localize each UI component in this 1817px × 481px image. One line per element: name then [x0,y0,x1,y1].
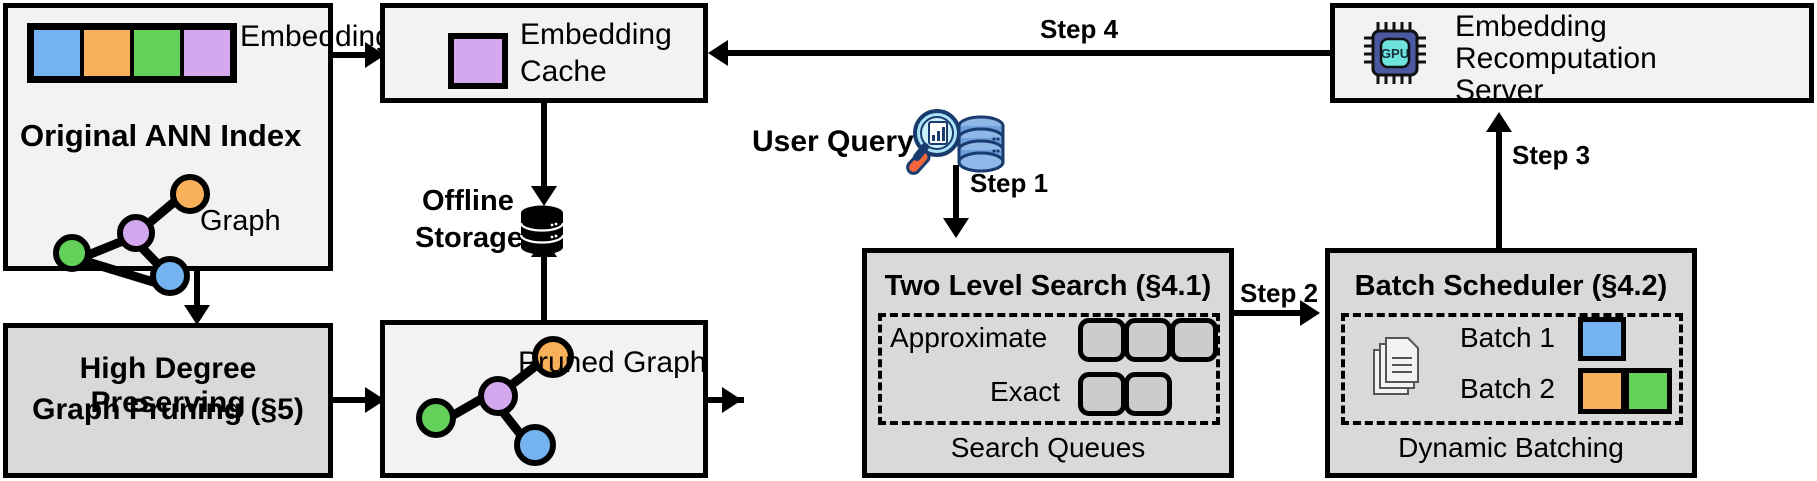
arrow-step1-line [953,165,959,223]
graph-node-green [416,398,456,438]
original-graph [45,168,225,296]
arrow-step3-line [1496,128,1502,248]
user-query-label: User Query [752,125,914,158]
step4-label: Step 4 [1040,14,1119,44]
recomputation-server-line3: Server [1455,74,1544,107]
embedding-cache-box[interactable] [380,3,708,103]
two-level-search-title: Two Level Search (§4.1) [884,270,1212,302]
queue-cell-exact-2 [1124,372,1172,416]
batch-scheduler-box[interactable] [1325,248,1697,478]
queue-cell-exact-1 [1078,372,1126,416]
arrow-cache-to-storage-line [541,103,547,191]
two-level-search-box[interactable] [862,248,1234,478]
graph-pruning-title-line2: Graph Pruning (§5) [32,393,304,426]
step1-label: Step 1 [970,168,1049,198]
step2-label: Step 2 [1240,278,1319,308]
embedding-swatch-green [132,28,182,78]
graph-node-purple [117,214,155,252]
arrow-step2-head [1300,300,1320,326]
search-queues-panel [878,313,1220,425]
search-row-exact-label: Exact [990,376,1061,407]
offline-storage-database-icon [519,205,565,255]
query-search-icon [906,109,961,175]
recomputation-server-box[interactable] [1330,3,1814,103]
arrow-pruned-to-search-head [722,387,742,413]
batch-1-label: Batch 1 [1460,322,1555,353]
graph-node-orange [170,174,210,214]
graph-node-purple [478,376,518,416]
arrow-index-to-cache-line [333,52,369,58]
arrow-cache-to-storage-head [531,186,557,206]
arrow-pruned-to-storage-line [541,252,547,320]
original-ann-index-title: Original ANN Index [20,118,302,153]
graph-pruning-box[interactable] [3,323,333,478]
offline-storage-label-line2: Storage [415,222,523,254]
graph-node-orange [532,336,574,378]
batch-2-swatch-green [1624,368,1672,414]
graph-node-blue [514,424,556,466]
cache-embedding-swatch [448,33,508,89]
queue-cell-approx-3 [1170,318,1218,362]
arrow-step1-head [943,218,969,238]
embedding-cache-label-line1: Embedding [520,18,672,51]
embedding-cache-label-line2: Cache [520,55,607,88]
graph-label: Graph [200,205,281,237]
pruned-graph [408,336,588,466]
search-queues-footer: Search Queues [950,432,1146,463]
embedding-swatch-orange [82,28,132,78]
dynamic-batching-panel [1341,313,1683,425]
batch-1-swatch-blue [1578,317,1626,361]
recomputation-server-line1: Embedding [1455,10,1607,43]
recomputation-server-line2: Recomputation [1455,42,1657,75]
queue-cell-approx-1 [1078,318,1126,362]
offline-storage-label-line1: Offline [422,185,514,217]
arrow-index-to-pruning-line [194,271,200,309]
batch-scheduler-title: Batch Scheduler (§4.2) [1354,270,1668,302]
arrow-pruning-to-pruned-line [333,397,369,403]
arrow-step2-line [1234,310,1314,316]
dynamic-batching-footer: Dynamic Batching [1398,432,1624,463]
arrow-step4-line [726,50,1330,56]
embedding-swatch-strip [27,23,237,83]
arrow-step4-head [708,40,728,66]
arrow-index-to-pruning-head [184,305,210,325]
queue-cell-approx-2 [1124,318,1172,362]
embedding-swatch-blue [32,28,82,78]
step3-label: Step 3 [1512,140,1591,170]
search-row-approximate-label: Approximate [890,322,1048,353]
documents-stack-icon [1373,337,1419,395]
arrow-step3-head [1486,112,1512,132]
graph-node-blue [150,256,190,296]
svg-text:GPU: GPU [1381,46,1409,61]
batch-2-label: Batch 2 [1460,373,1555,404]
graph-node-green [53,234,91,272]
query-database-stack-icon [957,115,1005,173]
gpu-chip-icon: GPU [1364,22,1426,84]
pruned-graph-label: Pruned Graph [518,346,707,379]
embedding-swatch-purple [182,28,232,78]
batch-2-swatch-orange [1578,368,1626,414]
graph-pruning-title-line1: High Degree Preserving [79,352,257,419]
